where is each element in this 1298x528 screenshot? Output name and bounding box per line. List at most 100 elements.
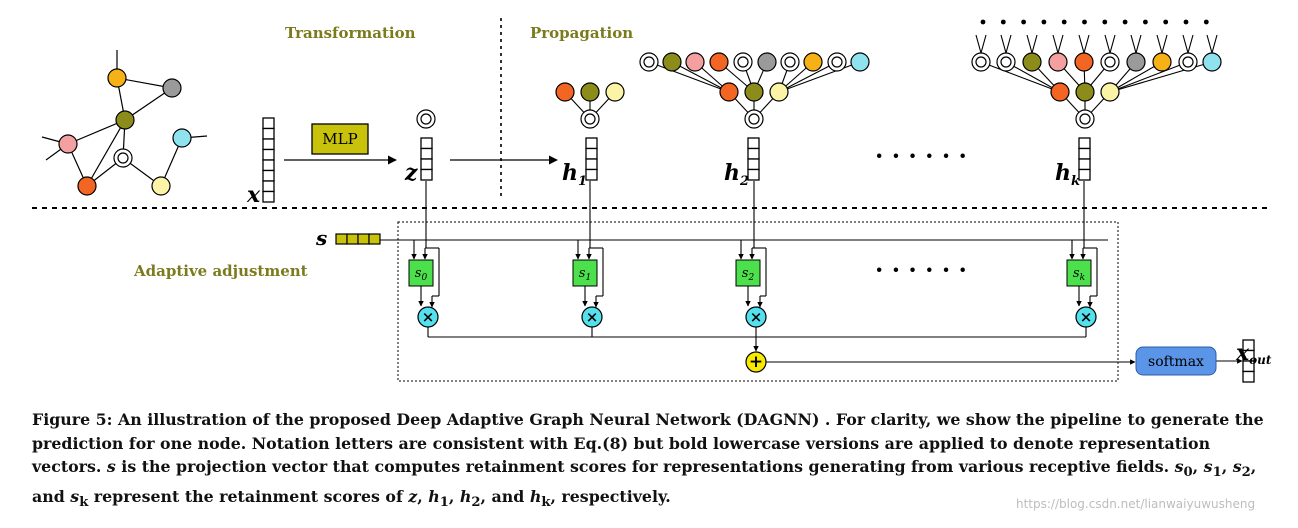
z-vector-cell: [420, 147, 433, 160]
tree-edge: [1026, 34, 1033, 54]
h2-vector-cell: [747, 137, 760, 150]
tree-edge: [1031, 34, 1038, 54]
caption-label: Figure 5:: [32, 410, 113, 429]
tree-node-inner: [1182, 56, 1194, 68]
tree-edge: [1005, 61, 1061, 93]
adaptive-wiring: [380, 181, 1243, 365]
tree-edge: [1156, 34, 1163, 54]
tree-edge: [1057, 34, 1064, 54]
svg-text:×: ×: [1080, 308, 1093, 326]
z-vector-cell: [420, 168, 433, 181]
tree-node: [1202, 52, 1222, 72]
hk-vector: [1078, 137, 1091, 181]
tree-node: [850, 52, 870, 72]
tree-node: [757, 52, 777, 72]
mlp-block: [311, 123, 369, 155]
x-vector-cell: [262, 180, 275, 193]
multiply-op-0: ×: [417, 306, 439, 328]
x-vector-cell: [262, 159, 275, 172]
tree-edge: [1109, 61, 1163, 93]
x-vector-cell: [262, 127, 275, 140]
multiply-op-2: ×: [745, 306, 767, 328]
tree-node: [1075, 82, 1095, 102]
dot: [1163, 19, 1169, 25]
svg-text:×: ×: [422, 308, 435, 326]
dot: [1102, 19, 1108, 25]
multiply-op-1: ×: [581, 306, 603, 328]
watermark: https://blog.csdn.net/lianwaiyuwusheng: [1016, 497, 1256, 511]
tree-node: [803, 52, 823, 72]
z-vector: [420, 137, 433, 181]
dot: [1041, 19, 1047, 25]
tree-node: [744, 82, 764, 102]
h1-vector-cell: [585, 168, 598, 181]
tree-edge: [1206, 34, 1213, 54]
tree-node: [1100, 82, 1120, 102]
x-vector: [262, 117, 275, 203]
softmax-block: [1135, 346, 1217, 376]
h2-vector: [747, 137, 760, 181]
dot: [1183, 19, 1189, 25]
tree-root-inner: [584, 113, 596, 125]
score-sk-label: sk: [1073, 266, 1085, 283]
tree-node-inner: [643, 56, 655, 68]
tree-node: [709, 52, 729, 72]
hk-vector-cell: [1078, 137, 1091, 150]
tree-edge: [778, 61, 861, 93]
h1-label: h1: [562, 160, 587, 189]
tree-edge: [1078, 34, 1085, 54]
tree-node-inner: [784, 56, 796, 68]
adaptive-adjustment-box: [397, 221, 1119, 382]
s-vector-cell: [357, 233, 370, 245]
tree-node: [1050, 82, 1070, 102]
tree-node-inner: [1104, 56, 1116, 68]
dot: [1082, 19, 1087, 25]
tree-node-inner: [737, 56, 749, 68]
svg-text:×: ×: [750, 308, 763, 326]
ellipsis-propagation: · · · · · ·: [875, 141, 967, 170]
tree-edge: [671, 61, 730, 93]
tree-node: [1022, 52, 1042, 72]
figure-caption: Figure 5: An illustration of the propose…: [32, 410, 1264, 510]
tree-edge: [1135, 34, 1142, 54]
score-s0: s0: [408, 259, 434, 287]
tree-edge: [1000, 34, 1007, 54]
tree-node: [1126, 52, 1146, 72]
tree-edge: [1052, 34, 1059, 54]
h2-vector-cell: [747, 147, 760, 160]
tree-edge: [1005, 34, 1012, 54]
dot: [1021, 19, 1026, 25]
tree-edge: [1211, 34, 1218, 54]
s-vector-cell: [335, 233, 348, 245]
tree-node: [719, 82, 739, 102]
h1-vector-cell: [585, 158, 598, 171]
score-s2: s2: [735, 259, 761, 287]
x-vector-cell: [262, 169, 275, 182]
input-graph: [41, 50, 208, 196]
tree-edge: [1083, 34, 1090, 54]
tree-node: [662, 52, 682, 72]
tree-edge: [1182, 34, 1189, 54]
score-s1-label: s1: [579, 266, 591, 283]
score-s0-label: s0: [415, 266, 428, 283]
x-vector-cell: [262, 148, 275, 161]
s-label: s: [315, 226, 327, 250]
h2-vector-cell: [747, 158, 760, 171]
score-sk: sk: [1066, 259, 1092, 287]
tree-root-inner: [1079, 113, 1091, 125]
ellipsis-adaptive: · · · · · ·: [875, 255, 967, 284]
x-label: x: [246, 182, 261, 208]
multiply-op-k: ×: [1075, 306, 1097, 328]
x-vector-cell: [262, 190, 275, 203]
s-vector-cell: [346, 233, 359, 245]
z-vector-cell: [420, 137, 433, 150]
h1-vector: [585, 137, 598, 181]
tree-node: [1048, 52, 1068, 72]
tree-node: [1152, 52, 1172, 72]
xout-vector: [1242, 339, 1255, 383]
h1-vector-cell: [585, 147, 598, 160]
softmax-label: softmax: [1148, 354, 1204, 370]
mlp-label: MLP: [322, 130, 357, 148]
s-vector-cell: [368, 233, 381, 245]
tree-edge: [778, 61, 838, 93]
